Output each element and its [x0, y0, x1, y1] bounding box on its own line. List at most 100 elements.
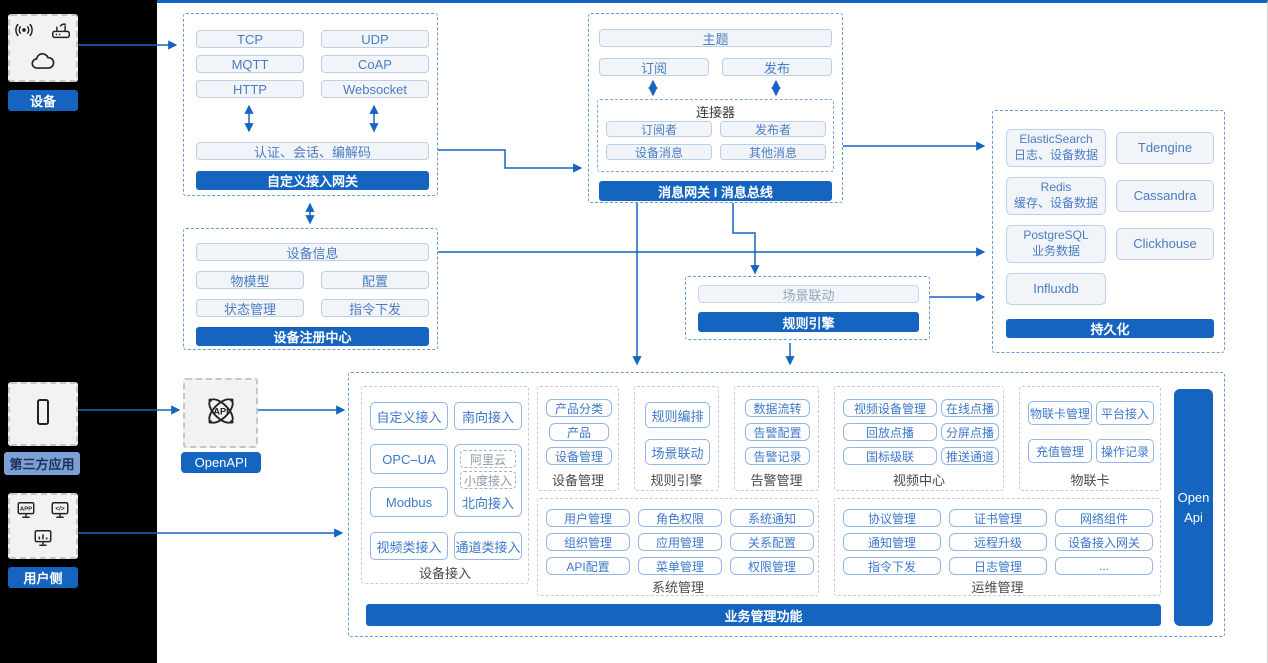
- connector-title: 连接器: [695, 105, 735, 120]
- item-network-component: 网络组件: [1055, 509, 1153, 527]
- item-product: 产品: [549, 423, 609, 441]
- rule-engine-title-bar: 规则引擎: [698, 312, 919, 332]
- store-influxdb: Influxdb: [1006, 273, 1106, 305]
- item-more: ...: [1055, 557, 1153, 575]
- item-operation-record: 操作记录: [1096, 439, 1154, 463]
- svg-text:</>: </>: [55, 505, 64, 512]
- gateway-title-bar: 自定义接入网关: [196, 171, 429, 190]
- item-splitscreen-play: 分屏点播: [941, 423, 999, 441]
- bus-title-bar: 消息网关 I 消息总线: [599, 181, 832, 201]
- item-device-mgmt: 设备管理: [546, 447, 612, 465]
- cloud-icon: [30, 50, 56, 77]
- store-sub: 业务数据: [1031, 244, 1080, 258]
- store-redis: Redis 缓存、设备数据: [1006, 177, 1106, 215]
- item-role-permission: 角色权限: [638, 509, 722, 527]
- registry-status-mgmt: 状态管理: [196, 299, 304, 317]
- item-notice-mgmt: 通知管理: [843, 533, 941, 551]
- openapi-label: OpenAPI: [181, 452, 261, 473]
- protocol-http: HTTP: [196, 80, 304, 98]
- store-clickhouse: Clickhouse: [1116, 228, 1214, 260]
- store-name: Cassandra: [1133, 187, 1197, 203]
- devices-label: 设备: [8, 90, 78, 111]
- item-custom-access: 自定义接入: [370, 402, 448, 430]
- section-label-iot-card: 物联卡: [1070, 473, 1110, 488]
- item-relation-config: 关系配置: [730, 533, 814, 551]
- section-label-ops-mgmt: 运维管理: [971, 580, 1024, 595]
- registry-command-send: 指令下发: [321, 299, 429, 317]
- router-icon: [49, 19, 73, 46]
- section-alarm-mgmt: 数据流转 告警配置 告警记录 告警管理: [734, 386, 819, 491]
- connector-box: 连接器 订阅者 发布者 设备消息 其他消息: [597, 99, 834, 172]
- open-api-vertical-bar: Open Api: [1174, 389, 1213, 626]
- item-device-access-gateway: 设备接入网关: [1055, 533, 1153, 551]
- app-window-icon: APP: [15, 500, 37, 525]
- phone-icon: [31, 397, 55, 432]
- user-side-icon-row: APP </>: [15, 500, 71, 525]
- registry-device-info: 设备信息: [196, 243, 429, 261]
- section-label-alarm-mgmt: 告警管理: [750, 473, 803, 488]
- item-scene-linkage: 场景联动: [645, 439, 710, 465]
- store-sub: 缓存、设备数据: [1013, 196, 1098, 210]
- api-icon: API: [201, 391, 241, 436]
- store-tdengine: Tdengine: [1116, 132, 1214, 164]
- item-remote-upgrade: 远程升级: [949, 533, 1047, 551]
- item-rule-orchestration: 规则编排: [645, 402, 710, 428]
- protocol-tcp: TCP: [196, 30, 304, 48]
- item-south-access: 南向接入: [454, 402, 522, 430]
- item-online-play: 在线点播: [941, 399, 999, 417]
- store-name: Redis: [1040, 180, 1072, 195]
- north-access-group: 阿里云 小度接入 北向接入: [454, 444, 522, 517]
- store-sub: 日志、设备数据: [1013, 148, 1098, 162]
- section-ops-mgmt: 协议管理 证书管理 网络组件 通知管理 远程升级 设备接入网关 指令下发 日志管…: [834, 498, 1161, 596]
- registry-box: 设备信息 物模型 配置 状态管理 指令下发 设备注册中心: [183, 228, 438, 350]
- item-gb-cascade: 国标级联: [843, 447, 937, 465]
- store-elasticsearch: ElasticSearch 日志、设备数据: [1006, 129, 1106, 167]
- item-recharge-mgmt: 充值管理: [1028, 439, 1092, 463]
- section-label-rule-engine: 规则引擎: [650, 473, 703, 488]
- business-box: 自定义接入 南向接入 OPC–UA Modbus 阿里云 小度接入 北向接入 视…: [348, 372, 1225, 637]
- item-push-channel: 推送通道: [941, 447, 999, 465]
- item-playback: 回放点播: [843, 423, 937, 441]
- item-aliyun: 阿里云: [460, 450, 516, 468]
- openapi-icon-box: API: [183, 378, 258, 448]
- devices-icon-box: [8, 14, 78, 82]
- item-north-access: 北向接入: [461, 496, 514, 511]
- open-api-line1: Open: [1177, 490, 1210, 505]
- store-name: Tdengine: [1137, 139, 1193, 155]
- chart-monitor-icon: [32, 528, 54, 553]
- item-channel-access: 通道类接入: [454, 532, 522, 560]
- business-title-bar: 业务管理功能: [366, 604, 1161, 626]
- item-video-device-mgmt: 视频设备管理: [843, 399, 937, 417]
- connector-publisher: 发布者: [720, 121, 826, 137]
- item-api-config: API配置: [546, 557, 630, 575]
- connector-subscriber: 订阅者: [606, 121, 712, 137]
- item-command-send: 指令下发: [843, 557, 941, 575]
- section-system-mgmt: 用户管理 角色权限 系统通知 组织管理 应用管理 关系配置 API配置 菜单管理…: [537, 498, 819, 596]
- protocol-mqtt: MQTT: [196, 55, 304, 73]
- devices-icon-row: [13, 19, 73, 46]
- store-name: ElasticSearch: [1019, 132, 1093, 147]
- item-alarm-config: 告警配置: [745, 423, 810, 441]
- item-user-mgmt: 用户管理: [546, 509, 630, 527]
- item-product-category: 产品分类: [546, 399, 612, 417]
- section-label-device-access: 设备接入: [418, 566, 471, 581]
- bus-publish: 发布: [722, 58, 832, 76]
- code-window-icon: </>: [49, 500, 71, 525]
- persistence-title-bar: 持久化: [1006, 319, 1214, 338]
- item-log-mgmt: 日志管理: [949, 557, 1047, 575]
- svg-text:API: API: [213, 406, 228, 416]
- signal-icon: [13, 19, 35, 46]
- item-opcua: OPC–UA: [370, 444, 448, 474]
- protocol-websocket: Websocket: [321, 80, 429, 98]
- store-name: PostgreSQL: [1023, 228, 1089, 243]
- section-device-access: 自定义接入 南向接入 OPC–UA Modbus 阿里云 小度接入 北向接入 视…: [361, 386, 529, 584]
- bus-subscribe: 订阅: [599, 58, 709, 76]
- section-iot-card: 物联卡管理 平台接入 充值管理 操作记录 物联卡: [1019, 386, 1161, 491]
- message-bus-box: 主题 订阅 发布 连接器 订阅者 发布者 设备消息 其他消息 消息网关 I 消息…: [588, 13, 843, 203]
- protocol-udp: UDP: [321, 30, 429, 48]
- section-video-center: 视频设备管理 在线点播 回放点播 分屏点播 国标级联 推送通道 视频中心: [834, 386, 1004, 491]
- connector-device-msg: 设备消息: [606, 144, 712, 160]
- item-org-mgmt: 组织管理: [546, 533, 630, 551]
- section-label-system-mgmt: 系统管理: [651, 580, 704, 595]
